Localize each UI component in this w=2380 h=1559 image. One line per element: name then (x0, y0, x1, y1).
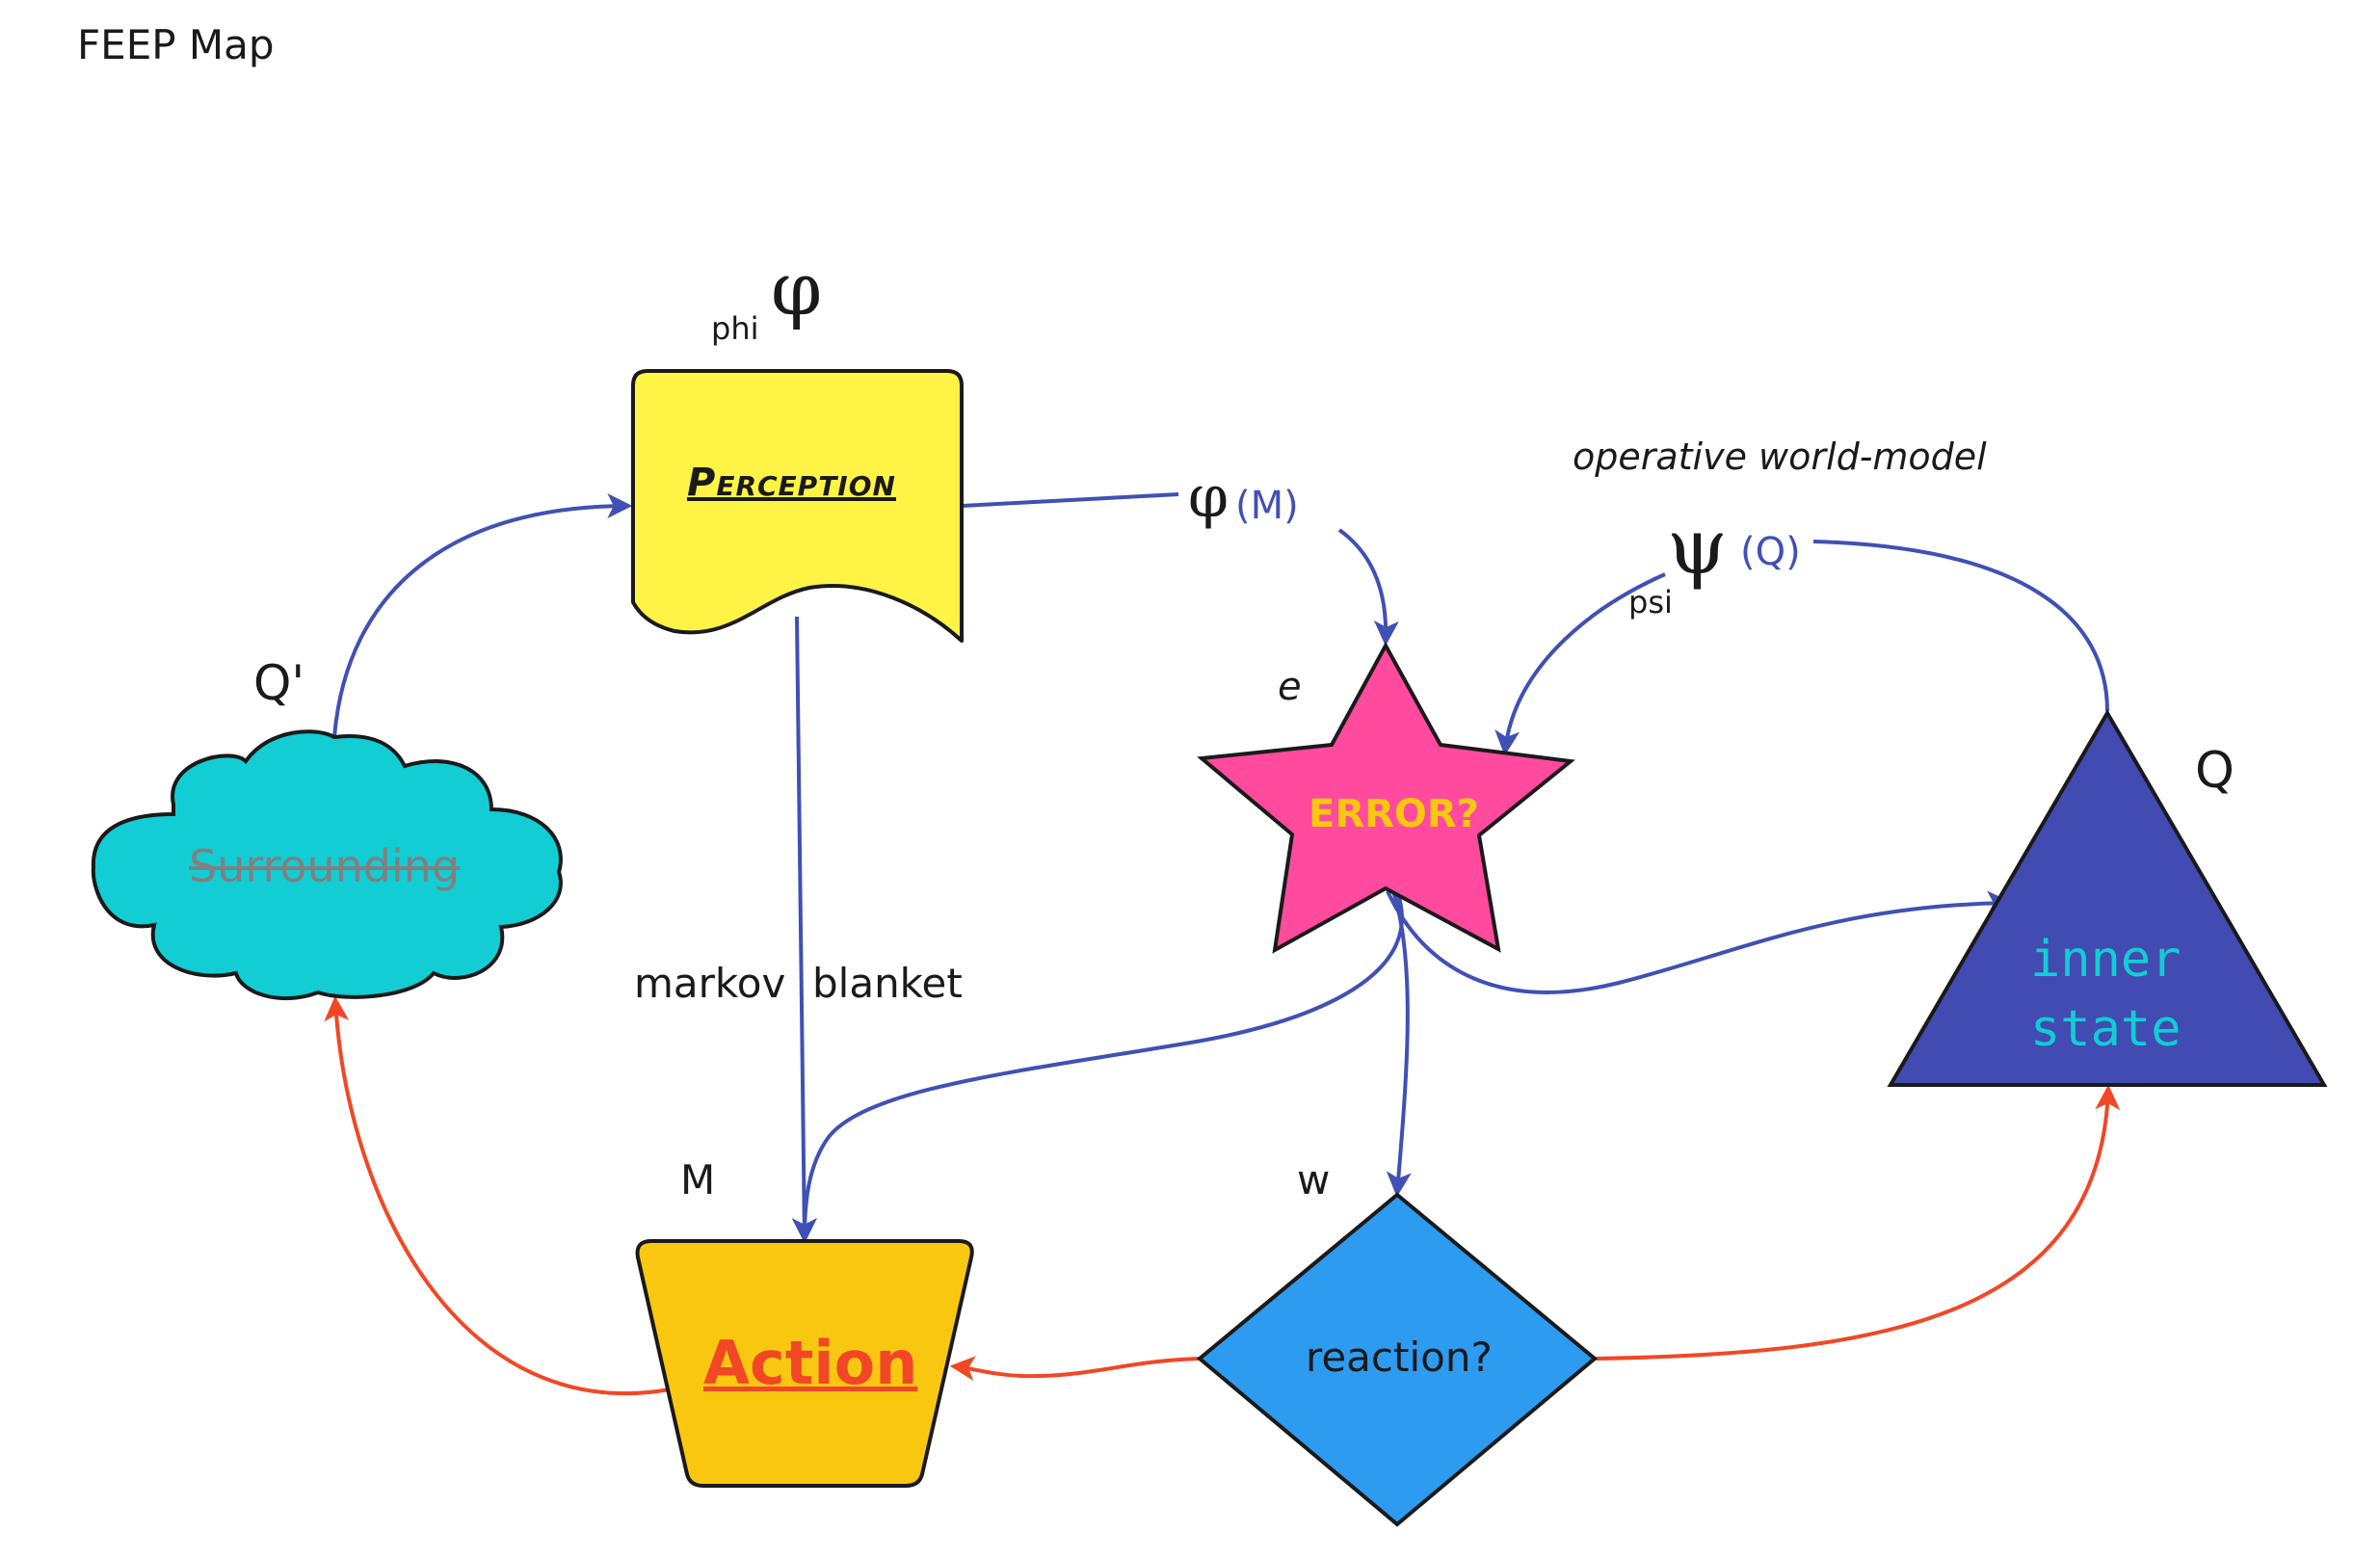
connector-psi-to-error[interactable] (1494, 572, 1666, 756)
inner-state-label-line1: inner (2030, 931, 2182, 989)
action-corner-label: M (680, 1156, 716, 1203)
error-label: ERROR? (1309, 792, 1479, 836)
surrounding-node[interactable] (91, 729, 563, 1001)
connector-inner-state-to-psi[interactable] (1812, 540, 2109, 712)
error-star-shape (1197, 641, 1575, 954)
connector-perception-to-action[interactable] (791, 616, 817, 1244)
connector-error-to-action[interactable] (792, 890, 1404, 1244)
connector-action-to-surrounding[interactable] (324, 995, 671, 1396)
markov-label: markov (634, 960, 786, 1007)
phi-m-suffix: (M) (1235, 484, 1299, 528)
connector-error-to-reaction[interactable] (1386, 890, 1412, 1198)
connector-reaction-to-action[interactable] (949, 1356, 1201, 1382)
psi-symbol: ψ (1667, 502, 1728, 592)
connector-reaction-to-inner-state[interactable] (1594, 1084, 2121, 1361)
perception-phi-symbol: φ (771, 246, 823, 331)
inner-state-corner-label: Q (2195, 742, 2235, 800)
surrounding-corner-label: Q' (253, 655, 305, 711)
perception-sub-label: phi (711, 310, 759, 347)
connector-phi-m-to-error[interactable] (1337, 528, 1399, 647)
connector-perception-to-phi-m[interactable] (961, 492, 1179, 508)
perception-node[interactable] (631, 369, 964, 643)
connector-surrounding-to-perception[interactable] (332, 493, 633, 738)
error-node[interactable] (1197, 641, 1575, 954)
reaction-label: reaction? (1306, 1334, 1493, 1381)
error-corner-label: e (1278, 665, 1302, 709)
board-title: FEEP Map (77, 21, 275, 68)
inner-state-triangle-shape (1887, 709, 2328, 1087)
perception-label: Perception (687, 461, 896, 505)
inner-state-label-line2: state (2030, 1000, 2182, 1058)
reaction-corner-label: w (1297, 1156, 1331, 1203)
psi-suffix: (Q) (1740, 530, 1801, 574)
world-model-label: operative world-model (1573, 436, 1987, 478)
inner-state-node[interactable] (1887, 709, 2328, 1087)
reaction-node[interactable] (1196, 1192, 1599, 1527)
action-trapezoid-shape (635, 1239, 974, 1488)
reaction-diamond-shape (1196, 1192, 1599, 1527)
phi-m-symbol: φ (1188, 463, 1230, 531)
action-label: Action (703, 1328, 918, 1398)
surrounding-cloud-shape (91, 729, 563, 1001)
blanket-label: blanket (812, 960, 963, 1007)
surrounding-label: Surrounding (189, 840, 461, 892)
psi-sub-label: psi (1628, 584, 1673, 621)
perception-shape (631, 369, 964, 643)
connector-error-to-inner-state[interactable] (1386, 890, 2013, 994)
action-node[interactable] (635, 1239, 974, 1488)
